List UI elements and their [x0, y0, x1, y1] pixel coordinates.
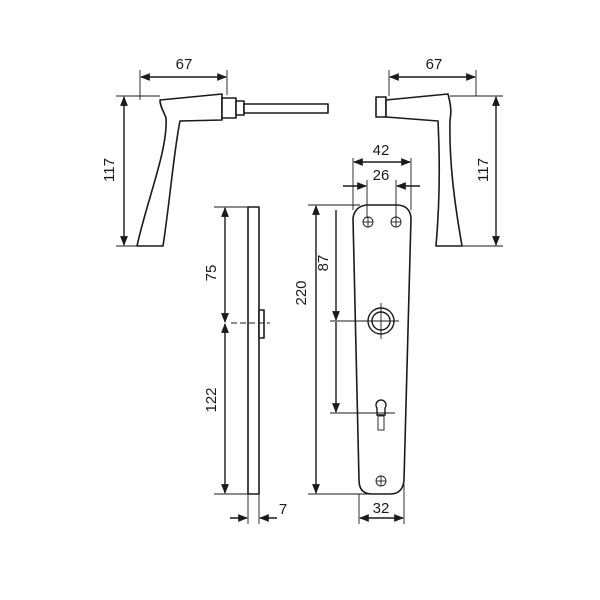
right-handle-width-dim: 67: [388, 56, 477, 96]
handle-keyhole-label: 87: [315, 255, 332, 272]
plate-thickness-label: 7: [279, 501, 287, 518]
handle-keyhole-dim: 87: [315, 210, 376, 414]
right-handle-height-label: 117: [475, 158, 492, 182]
left-handle-height-label: 117: [101, 158, 118, 182]
bottom-screw-icon: [375, 475, 387, 487]
plate-lower-label: 122: [203, 387, 220, 412]
plate-thickness-dim: 7: [230, 494, 287, 524]
plate-outer-width-label: 42: [373, 142, 390, 159]
plate-width-dims: 42 26: [343, 142, 420, 218]
plate-height-label: 220: [293, 280, 310, 305]
top-right-screw-icon: [390, 216, 402, 228]
plate-side-view: [231, 206, 270, 495]
plate-inner-width-label: 26: [373, 167, 390, 184]
side-vertical-dims: 75 122: [203, 206, 248, 495]
right-handle: [375, 93, 463, 247]
left-handle-height-dim: 117: [101, 95, 160, 247]
plate-bottom-width-label: 32: [373, 500, 390, 517]
right-handle-height-dim: 117: [450, 95, 503, 247]
plate-height-dim: 220: [293, 204, 370, 495]
left-handle: [136, 93, 329, 247]
plate-front-view: [352, 204, 412, 495]
left-handle-width-dim: 67: [139, 56, 228, 100]
top-left-screw-icon: [362, 216, 374, 228]
plate-bottom-width-dim: 32: [358, 484, 405, 524]
plate-upper-label: 75: [203, 265, 220, 282]
right-handle-width-label: 67: [426, 56, 443, 73]
left-handle-width-label: 67: [176, 56, 193, 73]
